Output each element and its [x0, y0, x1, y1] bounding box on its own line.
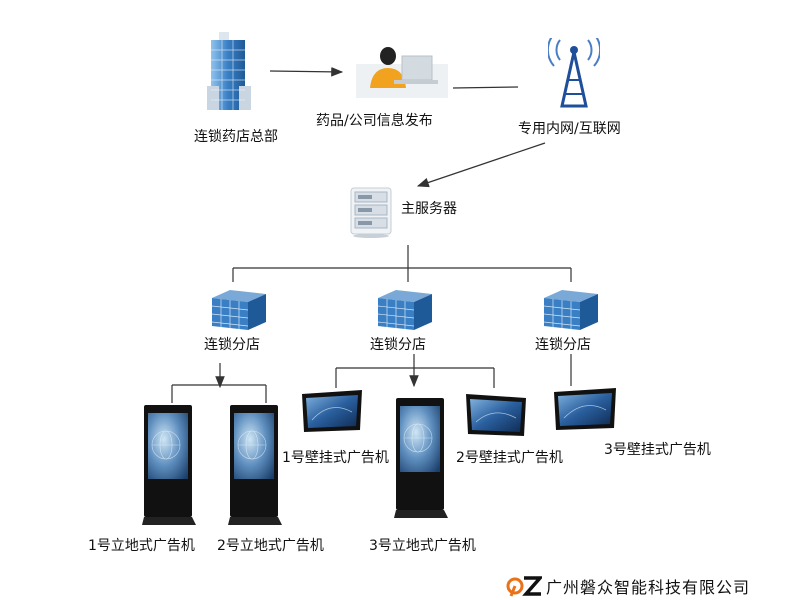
network-to-server-arrow	[416, 142, 546, 188]
wall2-label: 2号壁挂式广告机	[456, 450, 563, 466]
publish-to-network-line	[452, 86, 519, 89]
floor-kiosk-1-icon	[142, 405, 196, 527]
floor1-label: 1号立地式广告机	[88, 538, 195, 554]
publish-label: 药品/公司信息发布	[316, 113, 433, 129]
hq-building-icon	[205, 30, 253, 112]
hq-label: 连锁药店总部	[194, 129, 278, 145]
floor-kiosk-2-icon	[228, 405, 282, 527]
hq-to-publish-arrow	[269, 67, 344, 77]
branch1-building-icon	[210, 284, 268, 332]
branch3-label: 连锁分店	[535, 337, 591, 353]
company-name: 广州磐众智能科技有限公司	[546, 578, 751, 597]
branch1-label: 连锁分店	[204, 337, 260, 353]
publisher-person-icon	[356, 42, 448, 98]
floor2-label: 2号立地式广告机	[217, 538, 324, 554]
wall-screen-3-icon	[552, 388, 618, 432]
wall1-label: 1号壁挂式广告机	[282, 450, 389, 466]
floor3-label: 3号立地式广告机	[369, 538, 476, 554]
wall-screen-2-icon	[464, 394, 528, 438]
server-label: 主服务器	[401, 201, 457, 217]
branch2-building-icon	[376, 284, 434, 332]
server-icon	[348, 186, 394, 238]
branch2-label: 连锁分店	[370, 337, 426, 353]
network-label: 专用内网/互联网	[518, 121, 621, 137]
company-footer: 广州磐众智能科技有限公司	[506, 574, 750, 598]
floor-kiosk-3-icon	[394, 398, 448, 520]
antenna-tower-icon	[546, 33, 602, 110]
branch3-building-icon	[542, 284, 600, 332]
company-logo-icon	[506, 574, 542, 598]
wall-screen-1-icon	[300, 390, 364, 434]
wall3-label: 3号壁挂式广告机	[604, 442, 711, 458]
